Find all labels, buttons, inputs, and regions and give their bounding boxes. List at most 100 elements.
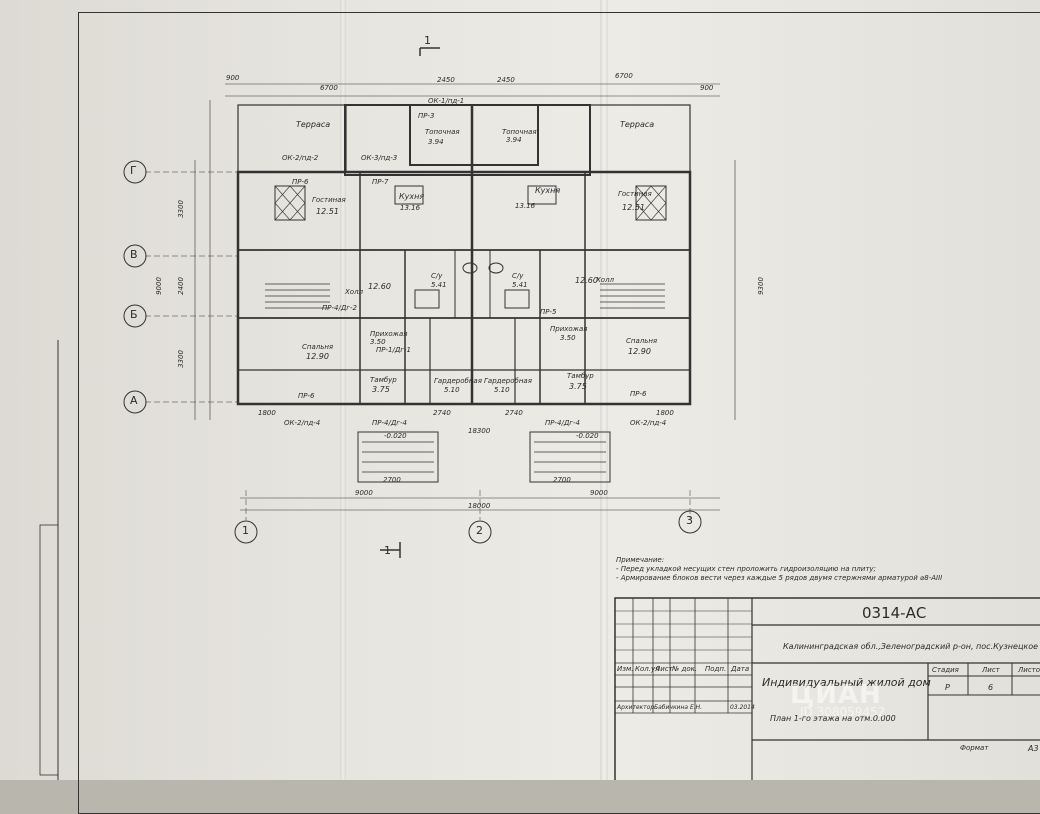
room-name: Холл: [345, 288, 364, 296]
room-area: 12.60: [575, 276, 598, 285]
stamp-header: Кол.уч: [635, 665, 660, 673]
room-name: Гардеробная: [484, 377, 532, 385]
dimension: 2400: [176, 277, 185, 295]
room-name: Топочная: [425, 128, 460, 136]
note-title: Примечание:: [616, 556, 665, 564]
room-name: Гостиная: [312, 196, 346, 204]
sheet-label: Лист: [982, 666, 1000, 674]
room-name: Терраса: [296, 120, 331, 129]
room-area: 12.60: [368, 282, 391, 291]
room-name: Топочная: [502, 128, 537, 136]
room-name: Кухня: [535, 186, 561, 195]
dimension: 2700: [383, 476, 401, 484]
outer-wall: [236, 170, 692, 406]
room-area: 3.50: [370, 338, 386, 346]
room-area: 13.16: [515, 202, 536, 210]
room-name: Терраса: [620, 120, 655, 129]
room-name: Прихожая: [550, 325, 588, 333]
paper-fold: [600, 0, 608, 780]
room-area: 5.41: [512, 281, 528, 289]
dimension: 9300: [756, 277, 765, 295]
room-name: Спальня: [302, 343, 334, 351]
dimension: 18300: [468, 427, 491, 435]
architect-name: Бабичкина Е.Н.: [654, 704, 703, 711]
room-name: Тамбур: [567, 372, 594, 380]
sheets-label: Листов: [1018, 666, 1040, 674]
stamp-header: № док.: [672, 665, 698, 673]
dimension: 1800: [258, 409, 276, 417]
dimension: 9000: [355, 489, 373, 497]
floor-plan: [39, 47, 1040, 780]
room-name: Прихожая: [370, 330, 408, 338]
room-name: Гостиная: [618, 190, 652, 198]
element-mark: ОК-3/пд-3: [361, 154, 398, 162]
element-mark: ПР-6: [298, 392, 315, 400]
dimension: 6700: [320, 84, 338, 92]
axis-label-row: Б: [130, 308, 138, 321]
element-mark: ПР-7: [372, 178, 389, 186]
element-mark: ПР-6: [292, 178, 309, 186]
element-mark: ОК-2/пд-4: [630, 419, 667, 427]
room-area: 3.75: [372, 385, 390, 394]
element-mark: ПР-6: [630, 390, 647, 398]
doc-address: Калининградская обл.,Зеленоградский р-он…: [783, 642, 1039, 651]
doc-code: 0314-АС: [862, 604, 927, 622]
room-area: 3.94: [428, 138, 444, 146]
room-name: Спальня: [626, 337, 658, 345]
room-area: 12.51: [316, 207, 339, 216]
dimension: 2740: [505, 409, 523, 417]
room-area: 5.10: [494, 386, 510, 394]
doc-title: Индивидуальный жилой дом: [762, 676, 931, 689]
watermark: ЦИАН: [790, 680, 882, 710]
room-area: 12.51: [622, 203, 645, 212]
element-mark: ПР-1/Дг-1: [376, 346, 411, 354]
section-mark: 1: [424, 34, 431, 47]
stage-label: Стадия: [932, 666, 959, 674]
dimension: 1800: [656, 409, 674, 417]
note-line: - Перед укладкой несущих стен проложить …: [616, 565, 876, 573]
axis-label-row: В: [130, 248, 138, 261]
dimension: 6700: [615, 72, 633, 80]
room-area: 12.90: [628, 347, 651, 356]
room-area: 5.41: [431, 281, 447, 289]
watermark-id: ID 308059452: [800, 705, 886, 719]
axis-label-col: 1: [242, 524, 249, 537]
paper: [0, 0, 1040, 780]
room-area: 3.50: [560, 334, 576, 342]
dimension: 18000: [468, 502, 491, 510]
room-name: С/у: [431, 272, 443, 280]
sheet-value: 6: [988, 683, 994, 692]
axis-label-col: 2: [476, 524, 483, 537]
sheet-title: План 1-го этажа на отм.0.000: [770, 714, 896, 723]
element-mark: ПР-4/Дг-4: [372, 419, 407, 427]
format-label: Формат: [960, 744, 989, 752]
element-mark: ОК-1/пд-1: [428, 97, 465, 105]
room-name: Кухня: [399, 192, 425, 201]
dimension: 2450: [497, 76, 515, 84]
level-mark: -0.020: [576, 432, 599, 440]
room-area: 13.16: [400, 204, 421, 212]
dimension: 9000: [590, 489, 608, 497]
element-mark: ПР-4/Дг-4: [545, 419, 580, 427]
element-mark: ОК-2/пд-2: [282, 154, 319, 162]
dimension: 2450: [437, 76, 455, 84]
dimension: 3300: [176, 200, 185, 218]
dimension: 3300: [176, 350, 185, 368]
note-line: - Армирование блоков вести через каждые …: [616, 574, 943, 582]
element-mark: ПР-5: [540, 308, 557, 316]
dimension: 900: [226, 74, 240, 82]
room-area: 3.75: [569, 382, 587, 391]
dimension: 2740: [433, 409, 451, 417]
stamp-header: Изм.: [617, 665, 634, 673]
element-mark: ПР-3: [418, 112, 435, 120]
architect-role: Архитектор: [617, 704, 655, 711]
axis-label-row: Г: [130, 164, 137, 177]
section-mark: 1: [384, 544, 391, 557]
doc-date: 03.2014: [730, 704, 755, 711]
room-area: 5.10: [444, 386, 460, 394]
element-mark: ПР-4/Дг-2: [322, 304, 357, 312]
dimension: 2700: [553, 476, 571, 484]
axis-label-row: А: [130, 394, 138, 407]
stamp-header: Подп.: [705, 665, 727, 673]
format-value: А3: [1028, 744, 1039, 753]
